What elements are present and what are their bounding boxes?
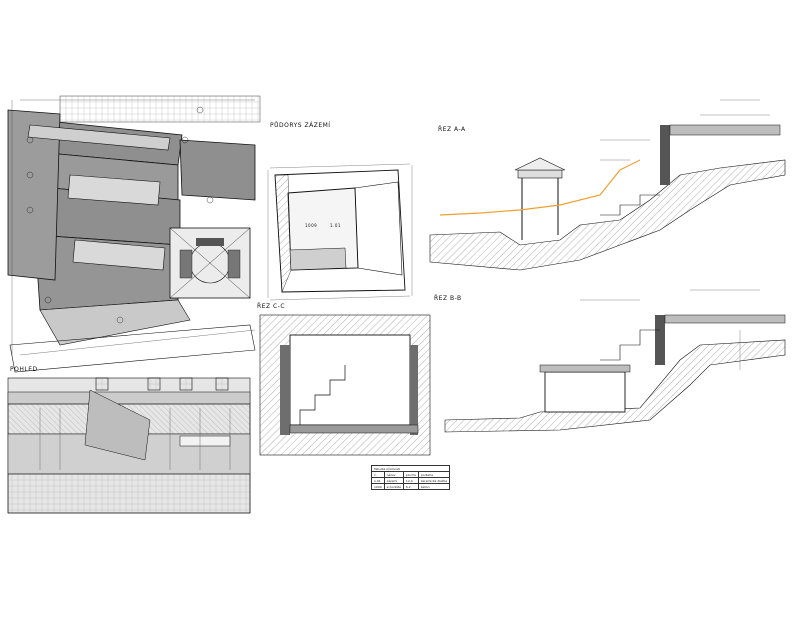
site-plan xyxy=(7,95,261,373)
elevation-view xyxy=(7,377,251,514)
section-bb-view xyxy=(444,289,786,433)
plan-room-label-b: 1.01 xyxy=(330,223,341,228)
floor-plan xyxy=(267,163,413,301)
room-legend-table: Tabulka místností č. název plocha podlah… xyxy=(370,465,451,490)
elevation-title: POHLED xyxy=(10,366,38,373)
plan-title: PŮDORYS ZÁZEMÍ xyxy=(270,122,331,129)
section-cc-title: ŘEZ C-C xyxy=(257,303,286,310)
table-row: 1009 schodiště 6,2 beton xyxy=(371,483,451,490)
section-aa-view xyxy=(429,99,786,271)
section-bb-title: ŘEZ B-B xyxy=(434,295,462,302)
section-aa-title: ŘEZ A-A xyxy=(438,126,466,133)
plan-room-label-a: 1009 xyxy=(305,223,318,228)
section-cc-view xyxy=(259,314,431,456)
